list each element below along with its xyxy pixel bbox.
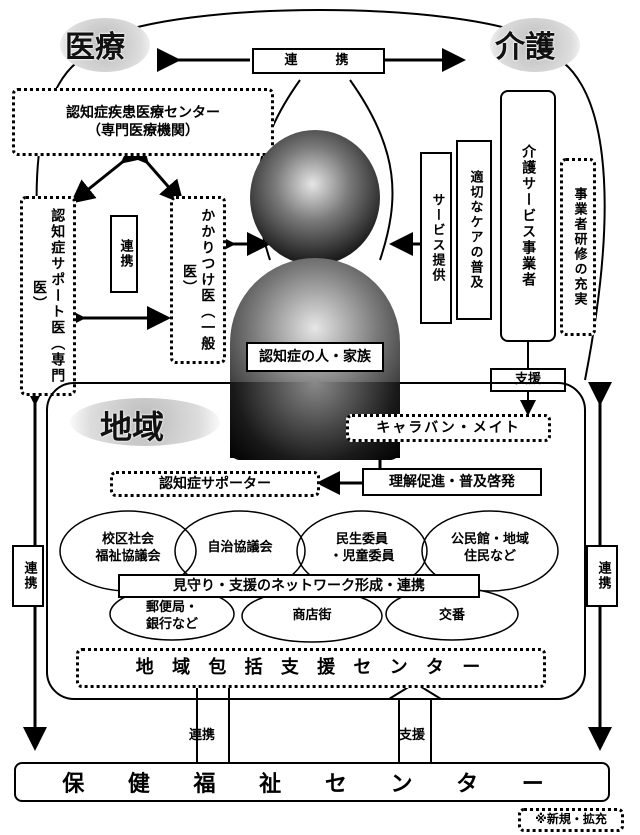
bottom-support-label: 支援	[398, 728, 425, 743]
caravan-mate-box: キャラバン・メイト	[346, 414, 551, 442]
left-link-box: 連携	[12, 545, 44, 607]
family-doctor-box: かかりつけ医（一般医）	[170, 196, 226, 364]
dementia-medical-center: 認知症疾患医療センター （専門医療機関）	[12, 88, 274, 156]
person-family-label: 認知症の人・家族	[246, 342, 384, 372]
chiiki-hub-bg	[70, 398, 220, 446]
regional-support-center: 地 域 包 括 支 援 セ ン タ ー	[76, 648, 546, 688]
chiiki-hub-label: 地域	[100, 408, 165, 446]
network-formation-box: 見守り・支援のネットワーク形成・連携	[118, 574, 480, 598]
welfare-commissioners: 民生委員 ・児童委員	[329, 532, 395, 564]
care-provider-box: 介護サービス事業者	[500, 90, 556, 342]
support-doctor-box: 認知症サポート医（専門医）	[20, 196, 76, 396]
top-link-box: 連 携	[252, 48, 385, 74]
health-welfare-center: 保 健 福 祉 セ ン タ ー	[14, 762, 610, 802]
police-box: 交番	[438, 608, 465, 623]
shopping-street: 商店街	[292, 608, 332, 623]
right-link-box: 連携	[586, 545, 618, 607]
bottom-link-label: 連携	[188, 728, 215, 743]
promotion-box: 理解促進・普及啓発	[362, 468, 542, 496]
service-provision-box: サービス提供	[420, 152, 452, 324]
dementia-supporter-box: 認知症サポーター	[110, 471, 320, 497]
provider-training-box: 事業者研修の充実	[560, 158, 596, 336]
appropriate-care-box: 適切なケアの普及	[456, 140, 492, 320]
iryo-hub-label: 医療	[65, 30, 125, 65]
community-residents: 公民館・地域 住民など	[450, 532, 529, 564]
person-head	[250, 130, 380, 265]
medical-link-box: 連携	[110, 215, 138, 293]
iryo-hub-bg	[60, 18, 150, 72]
kaigo-hub-bg	[490, 18, 580, 72]
new-expansion-note: ※新規・拡充	[518, 808, 624, 832]
school-welfare-council: 校区社会 福祉協議会	[95, 532, 161, 564]
autonomy-council: 自治協議会	[207, 540, 273, 555]
kaigo-hub-label: 介護	[495, 30, 555, 65]
post-office-bank: 郵便局・ 銀行など	[145, 600, 198, 632]
